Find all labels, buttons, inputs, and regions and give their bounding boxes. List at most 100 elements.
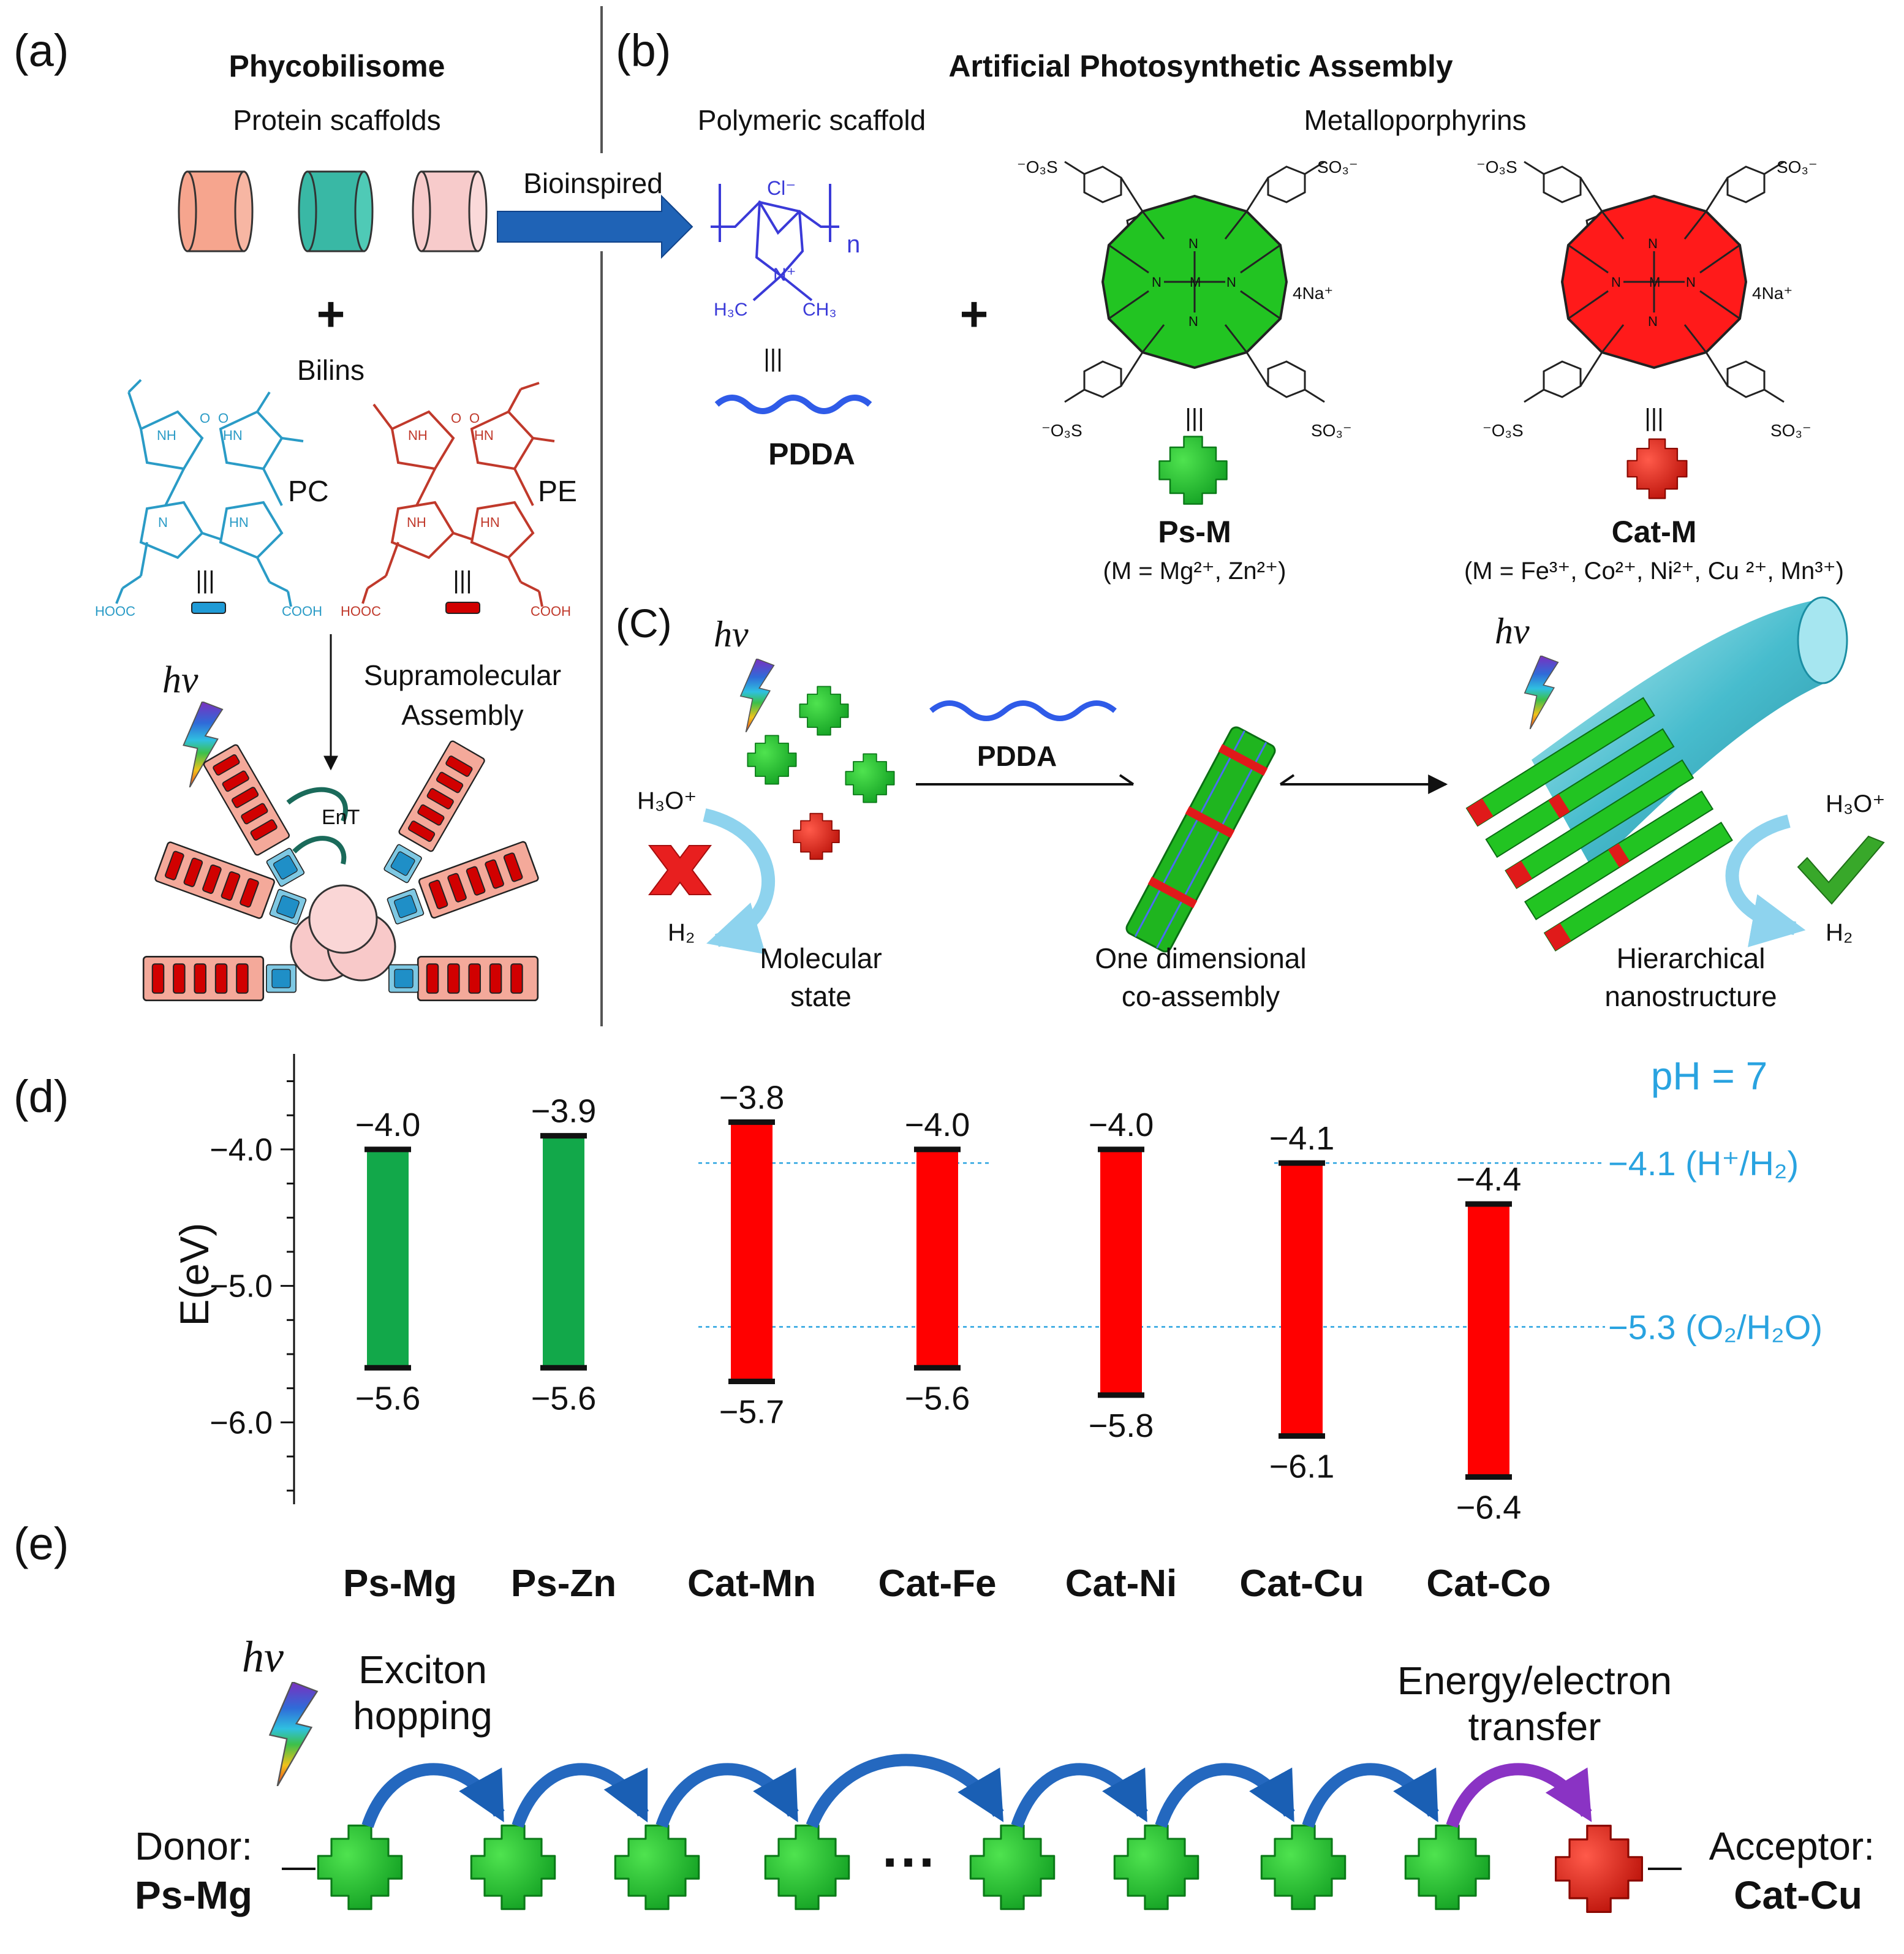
porphyrin-label: Metalloporphyrins [1304,104,1526,136]
panel-a-hv: hv [162,659,198,701]
pe-label: PE [538,475,577,508]
svg-text:O: O [469,411,480,426]
panel-b-label: (b) [616,25,671,76]
svg-text:NH: NH [408,428,428,443]
svg-text:NH: NH [407,515,426,530]
top-value-label: −4.0 [905,1107,970,1143]
bottom-value-label: −6.1 [1269,1448,1335,1485]
state2-line1: One dimensional [1095,942,1306,974]
panel-c-label: (C) [616,600,672,646]
svg-text:HN: HN [480,515,500,530]
cooh-left-pe: HOOC [341,604,381,619]
svg-text:O: O [451,411,461,426]
category-label: Cat-Mn [687,1562,816,1605]
panel-e-label: (e) [13,1518,69,1569]
pdda-wave-c [929,700,1117,721]
state3-line1: Hierarchical [1617,942,1766,974]
bioinspired-label: Bioinspired [523,167,663,199]
y-axis-title: E(eV) [172,1223,217,1327]
assembly-label-1: Supramolecular [364,659,561,691]
one-dimensional-rod [1125,726,1276,953]
category-label: Ps-Zn [511,1562,616,1605]
energy-chart: −4.0−5.0−6.0−4.1 (H⁺/H₂)−5.3 (O₂/H₂O)−4.… [210,1054,1823,1605]
state1-line1: Molecular [760,942,882,974]
panel-a-label: (a) [13,25,69,76]
exciton-line1: Exciton [358,1648,487,1692]
state1-line2: state [790,980,852,1012]
panel-a-plus: + [317,287,346,341]
ph-label: pH = 7 [1651,1054,1767,1098]
panel-a-title: Phycobilisome [229,49,445,83]
bottom-value-label: −5.8 [1089,1407,1154,1444]
donor-line2: Ps-Mg [135,1873,252,1917]
pdda-structure [711,184,839,301]
cat-m-name: Cat-M [1612,515,1697,549]
panel-c-hv-left: hv [714,614,749,654]
ps-piece-icon [1158,436,1228,505]
category-label: Cat-Co [1426,1562,1551,1605]
state3-line2: nanostructure [1604,980,1777,1012]
y-tick-label: −5.0 [210,1269,273,1305]
energy-bar [1468,1204,1509,1477]
phycobilisome-drawing [142,739,540,1001]
ch3-label: CH₃ [803,300,837,320]
cat-so3-tl: ⁻O₃S [1476,157,1517,176]
panel-c-bolt-left-icon [739,659,775,732]
top-value-label: −3.9 [531,1093,597,1130]
pc-chromophore-bar [191,602,226,614]
cooh-right-pe: COOH [531,604,571,619]
cooh-left-pc: HOOC [95,604,135,619]
pe-bilin-atoms: NH HN NH HN O O [407,411,500,530]
bottom-value-label: −5.7 [719,1394,785,1431]
svg-text:HN: HN [474,428,494,443]
bioinspired-arrow [497,194,693,259]
panel-c-h3o-right: H₃O⁺ [1826,790,1885,817]
svg-text:NH: NH [157,428,176,443]
cat-so3-tr: SO₃⁻ [1777,157,1818,176]
ps-so3-bl: ⁻O₃S [1041,421,1082,440]
category-label: Cat-Fe [878,1562,997,1605]
cat-so3-br: SO₃⁻ [1770,421,1811,440]
bottom-value-label: −6.4 [1456,1489,1522,1526]
cat-piece-icon [1626,438,1688,499]
category-label: Ps-Mg [343,1562,457,1605]
cat-m-porphyrin [1523,161,1785,403]
cooh-right-pc: COOH [282,604,322,619]
donor-line1: Donor: [135,1824,252,1868]
molecular-state-pieces [747,686,895,860]
reference-label: −4.1 (H⁺/H₂) [1608,1144,1799,1183]
chloride-label: Cl⁻ [767,177,796,199]
pdda-label: PDDA [768,437,855,471]
energy-bar [1281,1163,1323,1436]
category-label: Cat-Cu [1239,1562,1364,1605]
panel-d-label: (d) [13,1071,69,1122]
panel-c-bolt-right-icon [1524,656,1559,729]
svg-text:HN: HN [223,428,243,443]
pe-bilin-structure [361,382,555,607]
transfer-line2: transfer [1468,1705,1601,1749]
top-value-label: −4.0 [355,1107,421,1143]
cat-m-metals: (M = Fe³⁺, Co²⁺, Ni²⁺, Cu ²⁺, Mn³⁺) [1464,558,1844,585]
svg-text:O: O [218,411,229,426]
energy-bar [367,1149,409,1368]
panel-c-halfhead-2 [1279,774,1295,786]
bottom-value-label: −5.6 [355,1380,421,1417]
cat-equiv: ||| [1644,404,1663,431]
ent-label: EnT [322,806,360,829]
svg-text:O: O [200,411,210,426]
reference-label: −5.3 (O₂/H₂O) [1608,1308,1823,1346]
panel-c-hv-right: hv [1495,611,1530,651]
cross-icon [648,845,712,895]
exciton-line2: hopping [353,1694,493,1738]
pdda-wave [714,395,872,414]
svg-text:HN: HN [229,515,249,530]
pc-bilin-structure [115,379,304,607]
bilins-label: Bilins [297,354,365,386]
svg-text:N: N [158,515,168,530]
panel-c-h2-right: H₂ [1826,919,1853,946]
panel-c-cycle-right [1725,814,1806,947]
hop-arrows [361,1754,1592,1828]
polymer-label: Polymeric scaffold [698,104,926,136]
ps-equiv: ||| [1185,404,1204,431]
ps-so3-tr: SO₃⁻ [1317,157,1358,176]
